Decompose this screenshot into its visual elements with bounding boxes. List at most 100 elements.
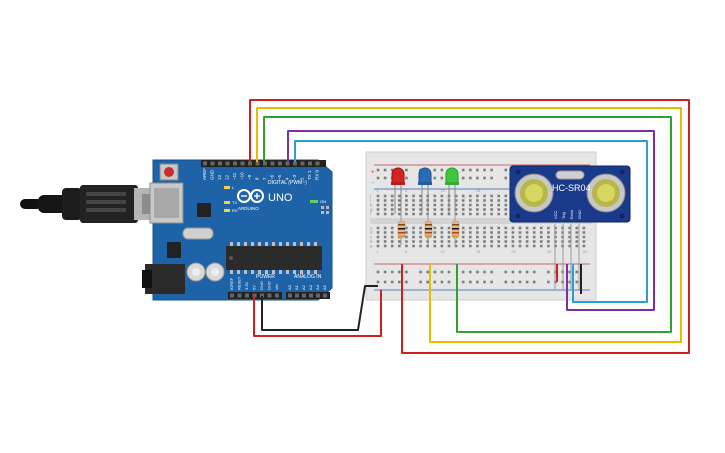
column-number: 20 bbox=[511, 249, 516, 254]
digital-pin-label: 7 bbox=[262, 177, 267, 180]
transducer-right bbox=[586, 173, 626, 213]
resistor-3 bbox=[451, 212, 460, 245]
row-letter: d bbox=[370, 230, 373, 235]
rx-led bbox=[224, 209, 230, 212]
on-led bbox=[310, 200, 318, 203]
power-pin-label: GND bbox=[267, 281, 272, 290]
analog-pin-label: A2 bbox=[301, 284, 306, 290]
column-number: 5 bbox=[405, 249, 408, 254]
digital-pin-label: TX 1 bbox=[307, 170, 312, 180]
wire-gnd bbox=[261, 285, 378, 331]
wire-cyan bbox=[294, 140, 648, 303]
analog-pin-label: A5 bbox=[322, 284, 327, 290]
digital-pin-label: 12 bbox=[225, 174, 230, 180]
digital-pin-label: 13 bbox=[217, 174, 222, 180]
digital-pin-label: ~9 bbox=[247, 174, 252, 180]
icsp-header bbox=[321, 206, 329, 214]
tx-led bbox=[224, 201, 230, 204]
led-green bbox=[445, 167, 459, 214]
analog-pin-label: A1 bbox=[294, 284, 299, 290]
column-number: 1 bbox=[377, 188, 380, 193]
digital-pin-label: ~11 bbox=[232, 172, 237, 180]
digital-pin-label: RX 0 bbox=[315, 169, 320, 180]
wire-red bbox=[249, 99, 690, 354]
row-letter: b bbox=[370, 239, 373, 244]
crystal-oscillator bbox=[182, 227, 214, 240]
board-brand-label: ARDUINO bbox=[238, 206, 259, 211]
column-number: 25 bbox=[547, 249, 552, 254]
power-pin-label: 5V bbox=[252, 285, 257, 290]
sensor-pin-label: Trig bbox=[561, 212, 566, 219]
analog-header-label: ANALOG IN bbox=[294, 274, 322, 280]
digital-pin-label: 2 bbox=[300, 177, 305, 180]
wire-green bbox=[263, 116, 672, 333]
breadboard-column-numbers: 115510101515202025253030 bbox=[377, 188, 588, 254]
analog-pin-label: A0 bbox=[287, 284, 292, 290]
arduino-logo bbox=[237, 189, 264, 203]
resistor-1 bbox=[397, 212, 406, 245]
row-letter: g bbox=[370, 207, 373, 212]
transducer-left bbox=[514, 173, 554, 213]
rx-label: RX bbox=[232, 208, 238, 213]
digital-pin-label: ~5 bbox=[277, 174, 282, 180]
rail-minus-sign: - bbox=[372, 180, 374, 186]
power-pin-label: IOREF bbox=[229, 277, 234, 290]
rail-plus-sign: + bbox=[371, 170, 375, 176]
analog-pin-label: A3 bbox=[308, 284, 313, 290]
digital-pin-label: ~6 bbox=[270, 174, 275, 180]
sensor-pin-label: GND bbox=[577, 210, 582, 219]
digital-pin-label: ~3 bbox=[292, 174, 297, 180]
column-number: 5 bbox=[405, 188, 408, 193]
led-blue bbox=[418, 167, 432, 214]
led-red bbox=[391, 167, 405, 214]
digital-pin-label: GND bbox=[210, 169, 215, 180]
digital-pin-label: 8 bbox=[255, 177, 260, 180]
column-number: 15 bbox=[476, 188, 481, 193]
power-pin-label: 3.3V bbox=[244, 281, 249, 290]
row-letter: h bbox=[370, 203, 373, 208]
digital-pin-label: AREF bbox=[202, 168, 207, 180]
column-number: 15 bbox=[476, 249, 481, 254]
row-letter: a bbox=[370, 244, 373, 249]
resistor-2 bbox=[424, 212, 433, 245]
usb-cable bbox=[20, 185, 164, 223]
atmega-chip bbox=[226, 246, 322, 270]
sensor-pin-label: Echo bbox=[569, 209, 574, 219]
power-pin-label: Vin bbox=[274, 284, 279, 290]
analog-pin-label: A4 bbox=[315, 284, 320, 290]
wire-yellow bbox=[256, 107, 682, 343]
digital-pin-label: ~10 bbox=[240, 172, 245, 180]
row-letter: e bbox=[370, 226, 373, 231]
row-letter: f bbox=[370, 212, 372, 217]
column-number: 1 bbox=[377, 249, 380, 254]
digital-header-label: DIGITAL (PWM~) bbox=[268, 180, 307, 186]
column-number: 10 bbox=[440, 188, 445, 193]
column-number: 30 bbox=[582, 249, 587, 254]
led-l-label: L bbox=[232, 185, 235, 190]
digital-pin-label: 4 bbox=[285, 177, 290, 180]
power-header-label: POWER bbox=[256, 274, 275, 280]
wire-purple bbox=[287, 130, 655, 311]
sensor-pin-label: VCC bbox=[553, 210, 558, 219]
row-letter: j bbox=[369, 194, 371, 199]
power-pin-label: RESET bbox=[237, 276, 242, 290]
board-model-label: UNO bbox=[268, 192, 293, 204]
power-pin-label: GND bbox=[259, 281, 264, 290]
row-letter: c bbox=[370, 235, 373, 240]
wire-5v bbox=[253, 290, 382, 337]
column-number: 10 bbox=[440, 249, 445, 254]
analog-header bbox=[286, 292, 330, 299]
sensor-model-label: HC-SR04 bbox=[552, 183, 591, 193]
on-label: ON bbox=[320, 199, 326, 204]
row-letter: i bbox=[370, 198, 371, 203]
tx-label: TX bbox=[232, 200, 237, 205]
led-l-indicator bbox=[224, 186, 230, 189]
